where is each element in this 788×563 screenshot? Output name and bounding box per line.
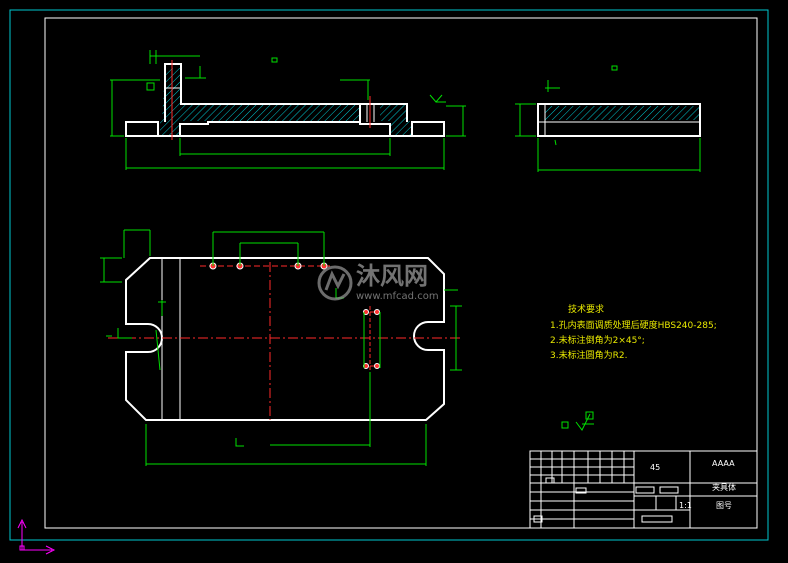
- watermark: 沐风网 www.mfcad.com: [317, 262, 439, 302]
- technical-requirements: 技术要求 1.孔内表面调质处理后硬度HBS240-285; 2.未标注倒角为2×…: [550, 303, 717, 361]
- tech-req-title: 技术要求: [568, 303, 604, 315]
- tech-req-item-3: 3.未标注圆角为R2.: [550, 349, 627, 361]
- title-material: 45: [650, 463, 660, 472]
- plan-view: [100, 229, 462, 466]
- title-scale: 1:1: [679, 501, 692, 510]
- title-sheet: 图号: [716, 501, 732, 510]
- tech-req-item-1: 1.孔内表面调质处理后硬度HBS240-285;: [550, 319, 717, 331]
- roughness-symbol: [561, 411, 594, 431]
- title-part-name: 夹具体: [712, 482, 736, 492]
- tech-req-item-2: 2.未标注倒角为2×45°;: [550, 334, 645, 346]
- side-section-view: [515, 65, 701, 172]
- front-section-view: [110, 50, 466, 170]
- watermark-url: www.mfcad.com: [356, 291, 439, 302]
- sheet-outer-frame: [9, 9, 769, 541]
- ucs-axis-icon: [17, 518, 56, 555]
- watermark-brand: 沐风网: [356, 262, 428, 290]
- sheet-inner-frame: [44, 17, 758, 529]
- title-block: 45 AAAA 夹具体 1:1 图号: [529, 450, 758, 529]
- title-code: AAAA: [712, 459, 735, 468]
